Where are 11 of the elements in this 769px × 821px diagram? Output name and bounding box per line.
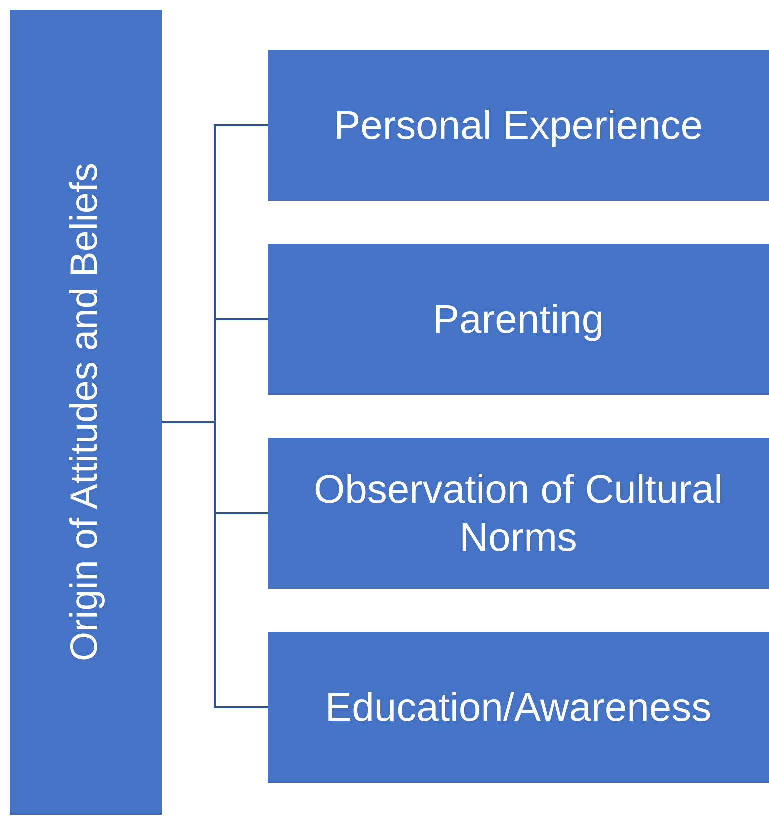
box-label: Education/Awareness	[325, 684, 712, 732]
title-bar	[10, 10, 162, 815]
box-label: Parenting	[432, 296, 604, 344]
connector-line	[162, 422, 268, 708]
box-label: Origin of Attitudes and Beliefs	[63, 163, 108, 662]
box-label: Observation of Cultural Norms	[312, 466, 724, 562]
category-box	[268, 50, 769, 201]
category-box	[268, 244, 769, 395]
category-box	[268, 438, 769, 589]
category-box	[268, 632, 769, 783]
box-label: Personal Experience	[334, 102, 704, 150]
